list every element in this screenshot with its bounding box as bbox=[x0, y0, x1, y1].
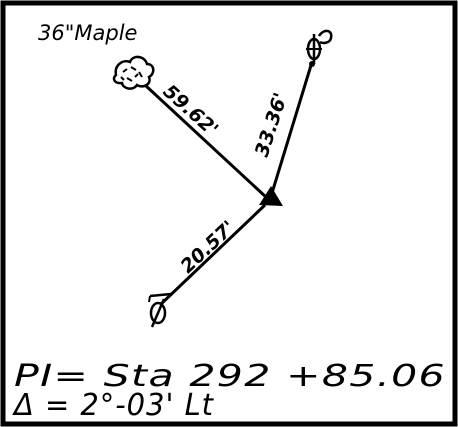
delta-angle-text: Δ = 2°-03' Lt bbox=[12, 388, 214, 423]
distance-label-maple: 59.62' bbox=[159, 80, 223, 140]
tree-canopy-icon bbox=[112, 55, 155, 90]
pi-triangle-icon bbox=[259, 186, 283, 206]
survey-marker-icon bbox=[306, 29, 333, 67]
tree-label: 36"Maple bbox=[38, 21, 137, 45]
pi-station-text: PI= Sta 292 +85.06 bbox=[14, 359, 446, 394]
line-to-maple bbox=[143, 83, 269, 200]
line-to-north-marker bbox=[270, 61, 314, 194]
survey-marker-icon bbox=[148, 292, 172, 328]
distance-label-south: 20.57' bbox=[176, 217, 239, 278]
line-to-south-marker bbox=[158, 203, 267, 307]
